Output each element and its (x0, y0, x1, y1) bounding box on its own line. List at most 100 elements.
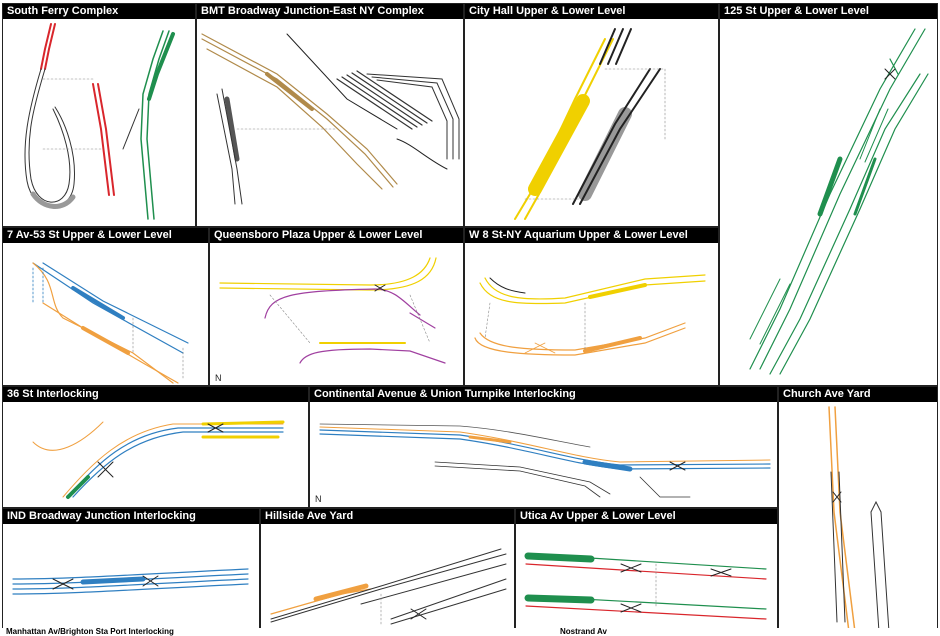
black-track (434, 461, 611, 495)
panel-church-ave-yard: Church Ave Yard (778, 386, 938, 632)
panel-city-hall: City Hall Upper & Lower Level (464, 3, 719, 227)
blue-platform (80, 576, 146, 585)
blue-platform (582, 459, 633, 472)
orange-platform (313, 583, 369, 602)
black-track (270, 548, 502, 620)
black-track-2 (270, 553, 507, 623)
blue-track-4 (12, 583, 249, 595)
yellow-platform (588, 283, 647, 299)
black-track-3 (639, 476, 691, 498)
dotted-link (269, 294, 431, 344)
orange-platform (468, 435, 512, 444)
yellow-track-2 (484, 274, 706, 300)
green-spur-2 (859, 108, 889, 163)
track-diagram-south-ferry (24, 23, 175, 220)
track-diagram-queensboro: N (215, 257, 446, 383)
brown-platform (265, 72, 314, 111)
panel-hillside-ave-yard: Hillside Ave Yard (260, 508, 515, 632)
black-track (579, 68, 661, 205)
yellow-track-2 (219, 257, 437, 291)
track-diagram-125-st (749, 28, 929, 375)
track-diagram-church-ave (828, 406, 890, 631)
green-track-2 (146, 30, 170, 220)
panel-title: Queensboro Plaza Upper & Lower Level (210, 228, 463, 243)
green-track-4 (779, 73, 929, 375)
blue-track (319, 429, 771, 466)
track-diagram-continental: N (315, 423, 771, 504)
green-track (140, 30, 164, 220)
red-track (525, 563, 767, 580)
panel-title: IND Broadway Junction Interlocking (3, 509, 259, 524)
purple-lower (299, 348, 446, 364)
brown-track-3 (206, 48, 383, 190)
dotted-link (32, 267, 44, 304)
black-cross (832, 491, 842, 503)
yellow-track (479, 280, 706, 305)
bottom-strip-right: Nostrand Av (560, 627, 607, 636)
loop-track-2 (24, 68, 75, 208)
orange-track (474, 327, 686, 356)
red-platform (92, 83, 110, 196)
track-diagram-36-st (32, 420, 285, 499)
panel-36-st-interlocking: 36 St Interlocking (2, 386, 309, 508)
panel-title: City Hall Upper & Lower Level (465, 4, 718, 19)
bottom-strip: Manhattan Av/Brighton Sta Port Interlock… (0, 628, 940, 636)
green-platform (147, 32, 175, 101)
track-diagram-ind-broadway (12, 568, 249, 595)
orange-platform (81, 326, 130, 355)
black-curve (396, 138, 448, 170)
gray-track (221, 88, 243, 205)
panel-title: 36 St Interlocking (3, 387, 308, 402)
red-track-2 (525, 605, 767, 620)
track-diagram-bmt-broadway (201, 33, 460, 205)
black-cross (410, 608, 427, 620)
blue-platform (71, 286, 125, 320)
panel-125-st: 125 St Upper & Lower Level (719, 3, 938, 386)
black-bundle-2 (366, 73, 460, 160)
black-cross (374, 284, 386, 292)
black-track-5 (390, 588, 507, 625)
black-track (830, 471, 846, 623)
panel-title: Utica Av Upper & Lower Level (516, 509, 777, 524)
orange-track-2 (834, 406, 856, 631)
north-arrow-2: N (315, 494, 322, 504)
track-diagram-city-hall (514, 28, 666, 220)
blue-track-3 (12, 578, 249, 590)
orange-track-2 (479, 322, 686, 351)
blue-track-2 (72, 431, 284, 498)
green-platform (524, 552, 595, 563)
black-cross-3 (620, 603, 642, 613)
green-platform-2 (853, 157, 877, 216)
track-diagram-utica (524, 552, 767, 620)
gray-track (122, 108, 140, 150)
green-platform-2 (524, 594, 595, 604)
orange-track-2 (62, 423, 284, 498)
green-track-2 (759, 28, 926, 370)
panel-title: BMT Broadway Junction-East NY Complex (197, 4, 463, 19)
red-track (40, 23, 52, 70)
bottom-strip-left: Manhattan Av/Brighton Sta Port Interlock… (6, 627, 174, 636)
track-diagram-hillside (270, 548, 507, 625)
green-track (749, 28, 916, 370)
panel-bmt-broadway-junction: BMT Broadway Junction-East NY Complex (196, 3, 464, 227)
orange-track (319, 426, 771, 463)
panel-7-av-53-st: 7 Av-53 St Upper & Lower Level (2, 227, 209, 386)
orange-platform (583, 336, 642, 353)
blue-track (12, 568, 249, 580)
gray-platform (224, 96, 240, 162)
orange-track (828, 406, 850, 631)
orange-cross (524, 342, 556, 354)
yellow-track (219, 257, 431, 286)
orange-track (32, 421, 104, 451)
loop-track-3 (30, 191, 76, 209)
black-fork (870, 500, 882, 513)
brown-track (201, 33, 398, 185)
panel-south-ferry: South Ferry Complex (2, 3, 196, 227)
track-diagram-7-av (32, 262, 189, 384)
panel-ind-broadway-junction: IND Broadway Junction Interlocking (2, 508, 260, 632)
purple-track-2 (409, 312, 436, 329)
black-track (286, 33, 398, 130)
black-track-2 (434, 465, 601, 498)
panel-utica-av: Utica Av Upper & Lower Level (515, 508, 778, 632)
panel-queensboro-plaza: Queensboro Plaza Upper & Lower Level N (209, 227, 464, 386)
